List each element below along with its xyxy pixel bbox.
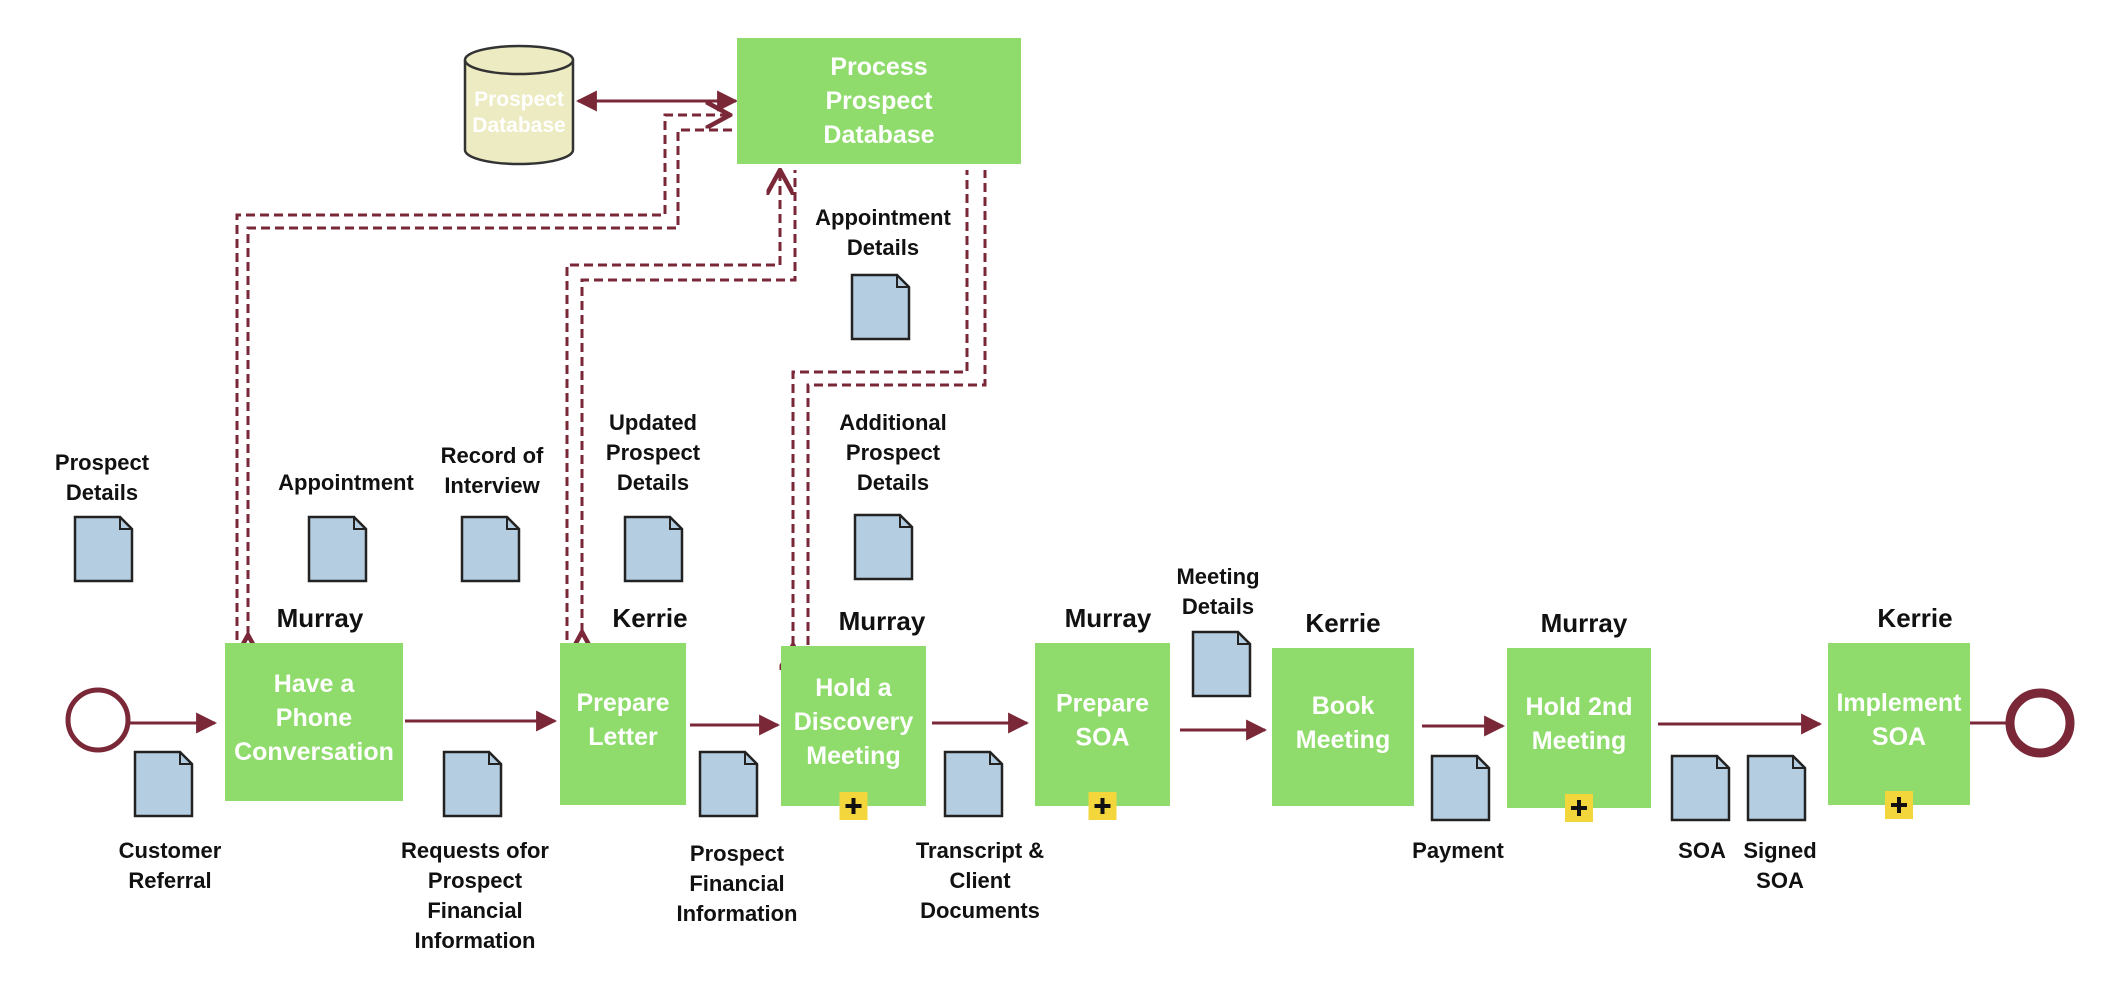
association-discovery-to-process-db (793, 170, 969, 645)
data-associations (235, 115, 987, 645)
document-icon (1430, 754, 1491, 822)
document-icon (73, 515, 134, 583)
association-letter-to-process-db (565, 170, 780, 640)
end-event (2005, 688, 2075, 758)
role-label-soa: Murray (1065, 603, 1152, 633)
document-icon (850, 273, 911, 341)
role-label-book: Kerrie (1305, 608, 1380, 638)
association-phone-to-process-db (235, 115, 730, 640)
document-label-appointment: Appointment (278, 470, 414, 495)
association-process-db-to-discovery (806, 170, 987, 645)
role-label-phone: Murray (277, 603, 364, 633)
association-process-db-to-letter (582, 170, 797, 632)
document-icon (1191, 630, 1252, 698)
role-label-second: Murray (1541, 608, 1628, 638)
role-label-discovery: Murray (839, 606, 926, 636)
document-label-payment: Payment (1412, 838, 1504, 863)
role-label-letter: Kerrie (612, 603, 687, 633)
start-event (65, 687, 131, 753)
document-soa: SOA (1670, 754, 1731, 863)
document-icon (623, 515, 684, 583)
document-icon (943, 750, 1004, 818)
document-icon (698, 750, 759, 818)
document-icon (442, 750, 503, 818)
document-icon (1746, 754, 1807, 822)
document-appointment: Appointment (278, 470, 414, 583)
document-icon (853, 513, 914, 581)
document-icon (460, 515, 521, 583)
document-icon (1670, 754, 1731, 822)
document-label-soa: SOA (1678, 838, 1726, 863)
document-payment: Payment (1412, 754, 1505, 863)
association-process-db-to-phone (248, 128, 732, 635)
sequence-flows (130, 710, 2010, 741)
document-icon (307, 515, 368, 583)
role-label-implement: Kerrie (1877, 603, 1952, 633)
document-icon (133, 750, 194, 818)
